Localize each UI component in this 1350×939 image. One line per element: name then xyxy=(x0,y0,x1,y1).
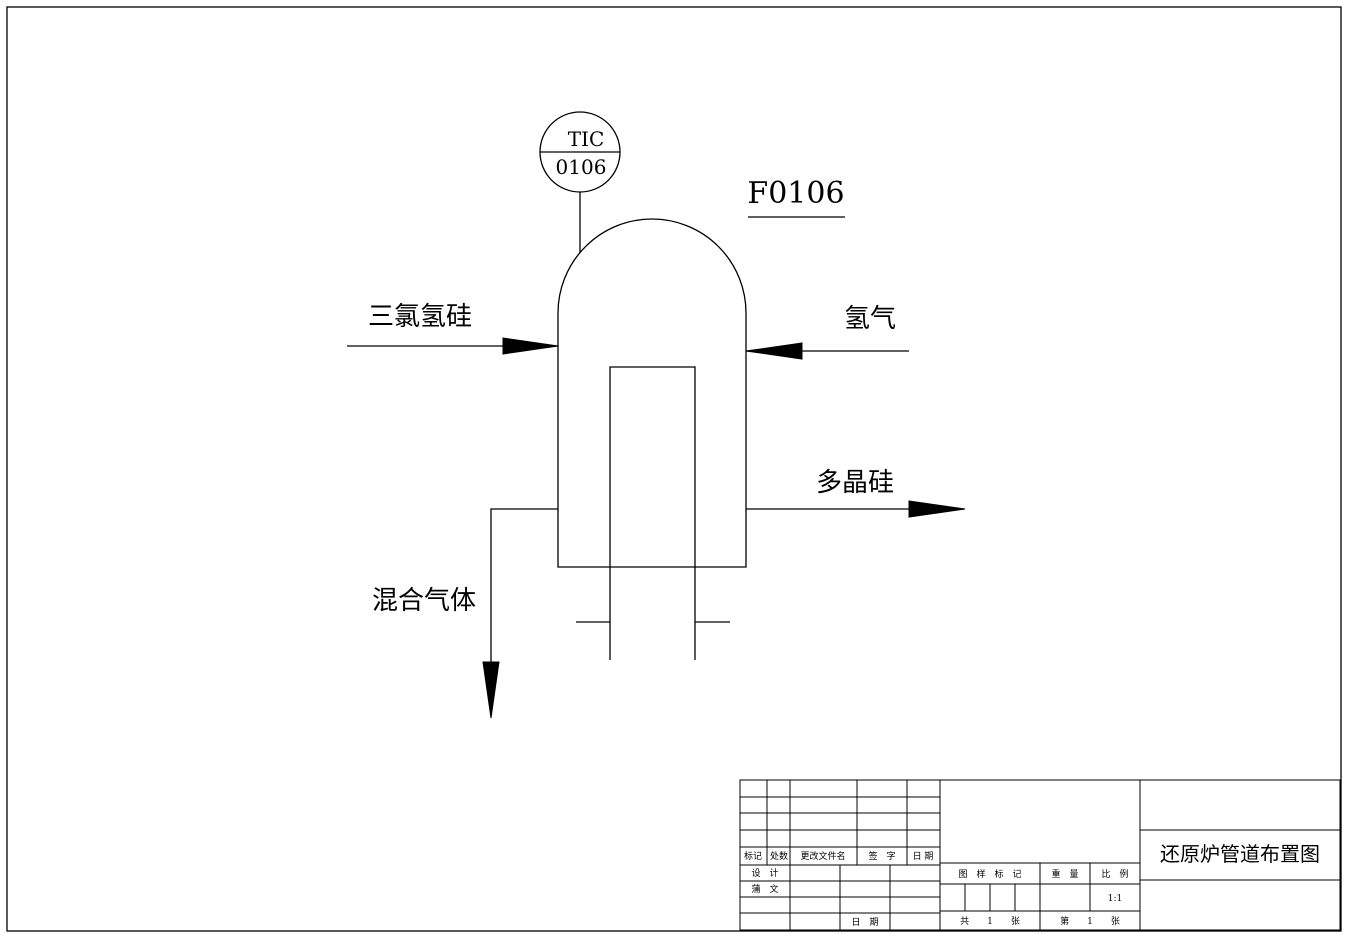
title-block: 标记 处数 更改文件名 签 字 日 期 设 计 蒲 文 日 期 图 样 标 记 … xyxy=(739,779,1341,931)
instrument-function: TIC xyxy=(568,127,605,151)
design-label: 设 计 xyxy=(751,867,778,879)
instrument-number: 0106 xyxy=(556,155,607,179)
inlet-left-label: 三氯氢硅 xyxy=(368,302,472,332)
rev-doc-header: 更改文件名 xyxy=(800,850,845,862)
scale-label: 比 例 xyxy=(1101,868,1128,880)
sample-mark-label: 图 样 标 记 xyxy=(958,868,1021,880)
instrument-bubble[interactable]: TIC 0106 xyxy=(539,111,621,253)
stream-outlet-left: 混合气体 xyxy=(372,508,558,719)
stream-inlet-right: 氢气 xyxy=(745,304,909,360)
date-label: 日 期 xyxy=(851,917,878,928)
stream-outlet-right: 多晶硅 xyxy=(746,468,966,518)
inlet-right-arrow-icon xyxy=(745,342,803,360)
outlet-left-arrow-icon xyxy=(482,661,500,719)
stream-inlet-left: 三氯氢硅 xyxy=(347,302,559,355)
rev-sign-header: 签 字 xyxy=(868,850,895,862)
drawing-border xyxy=(6,6,1342,932)
sheet-number-label: 第 1 张 xyxy=(1060,915,1120,927)
outlet-right-label: 多晶硅 xyxy=(816,468,894,498)
furnace-shell xyxy=(557,218,747,568)
inlet-right-label: 氢气 xyxy=(844,304,896,334)
total-sheets-label: 共 1 张 xyxy=(960,916,1020,927)
rev-count-header: 处数 xyxy=(770,850,788,862)
scale-value: 1:1 xyxy=(1108,894,1122,904)
drawing-title: 还原炉管道布置图 xyxy=(1160,842,1320,866)
drafter-label: 蒲 文 xyxy=(751,883,778,895)
inner-bell xyxy=(609,366,696,660)
weight-label: 重 量 xyxy=(1051,868,1078,880)
rev-date-header: 日 期 xyxy=(913,851,934,862)
outlet-left-line xyxy=(490,508,558,716)
outlet-right-arrow-icon xyxy=(908,500,966,518)
reduction-furnace xyxy=(557,218,747,660)
rev-mark-header: 标记 xyxy=(744,850,762,862)
outlet-left-label: 混合气体 xyxy=(372,586,476,616)
inlet-left-arrow-icon xyxy=(502,337,559,355)
equipment-tag: F0106 xyxy=(747,176,844,211)
